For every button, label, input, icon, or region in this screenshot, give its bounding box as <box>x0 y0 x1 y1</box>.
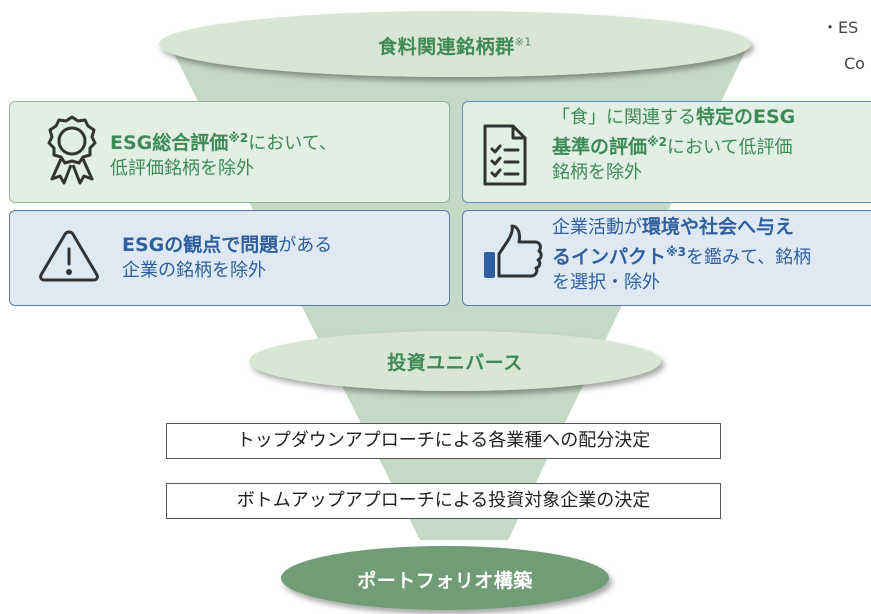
card-esg-overall-text: ESG総合評価※2において、 低評価銘柄を除外 <box>110 131 337 179</box>
warning-triangle-icon <box>39 230 99 282</box>
bottom-ellipse <box>281 546 609 610</box>
top-ellipse <box>159 11 751 77</box>
middle-ellipse-label: 投資ユニバース <box>387 352 523 374</box>
side-note: ・ES Co <box>822 18 865 73</box>
thumbs-up-icon <box>484 224 543 278</box>
card-food-esg-text: 「食」に関連する特定のESG 基準の評価※2において低評価 銘柄を除外 <box>552 106 796 183</box>
card-food-esg <box>462 101 871 203</box>
card-impact <box>462 210 871 306</box>
card-esg-overall <box>9 101 450 203</box>
top-ellipse-label: 食料関連銘柄群※1 <box>378 35 532 58</box>
card-esg-problem-text: ESGの観点で問題がある 企業の銘柄を除外 <box>122 234 333 281</box>
middle-ellipse <box>249 331 661 391</box>
step-topdown: トップダウンアプローチによる各業種への配分決定 <box>166 423 721 459</box>
checklist-document-icon <box>483 124 527 186</box>
step-bottomup: ボトムアップアプローチによる投資対象企業の決定 <box>166 483 721 519</box>
bottom-ellipse-label: ポートフォリオ構築 <box>357 570 533 592</box>
card-impact-text: 企業活動が環境や社会へ与え るインパクト※3を鑑みて、銘柄 を選択・除外 <box>552 216 812 293</box>
award-ribbon-icon <box>47 115 97 185</box>
card-esg-problem <box>9 210 450 306</box>
